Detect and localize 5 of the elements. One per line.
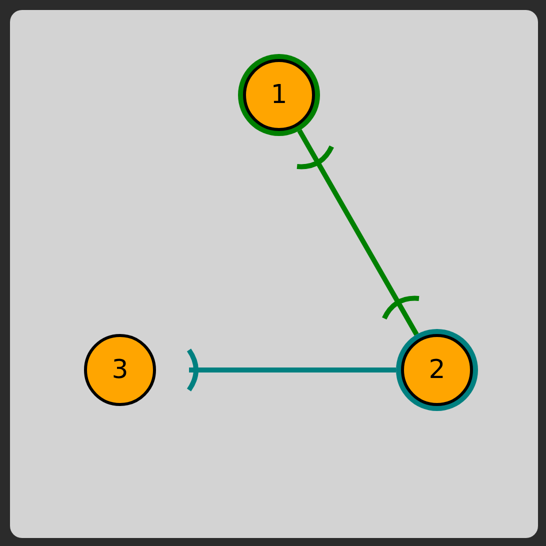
node-number: 2	[428, 357, 446, 383]
node-number: 1	[270, 82, 288, 108]
connector-line	[294, 129, 422, 336]
node-number: 3	[112, 357, 128, 383]
connector-line	[186, 348, 396, 392]
